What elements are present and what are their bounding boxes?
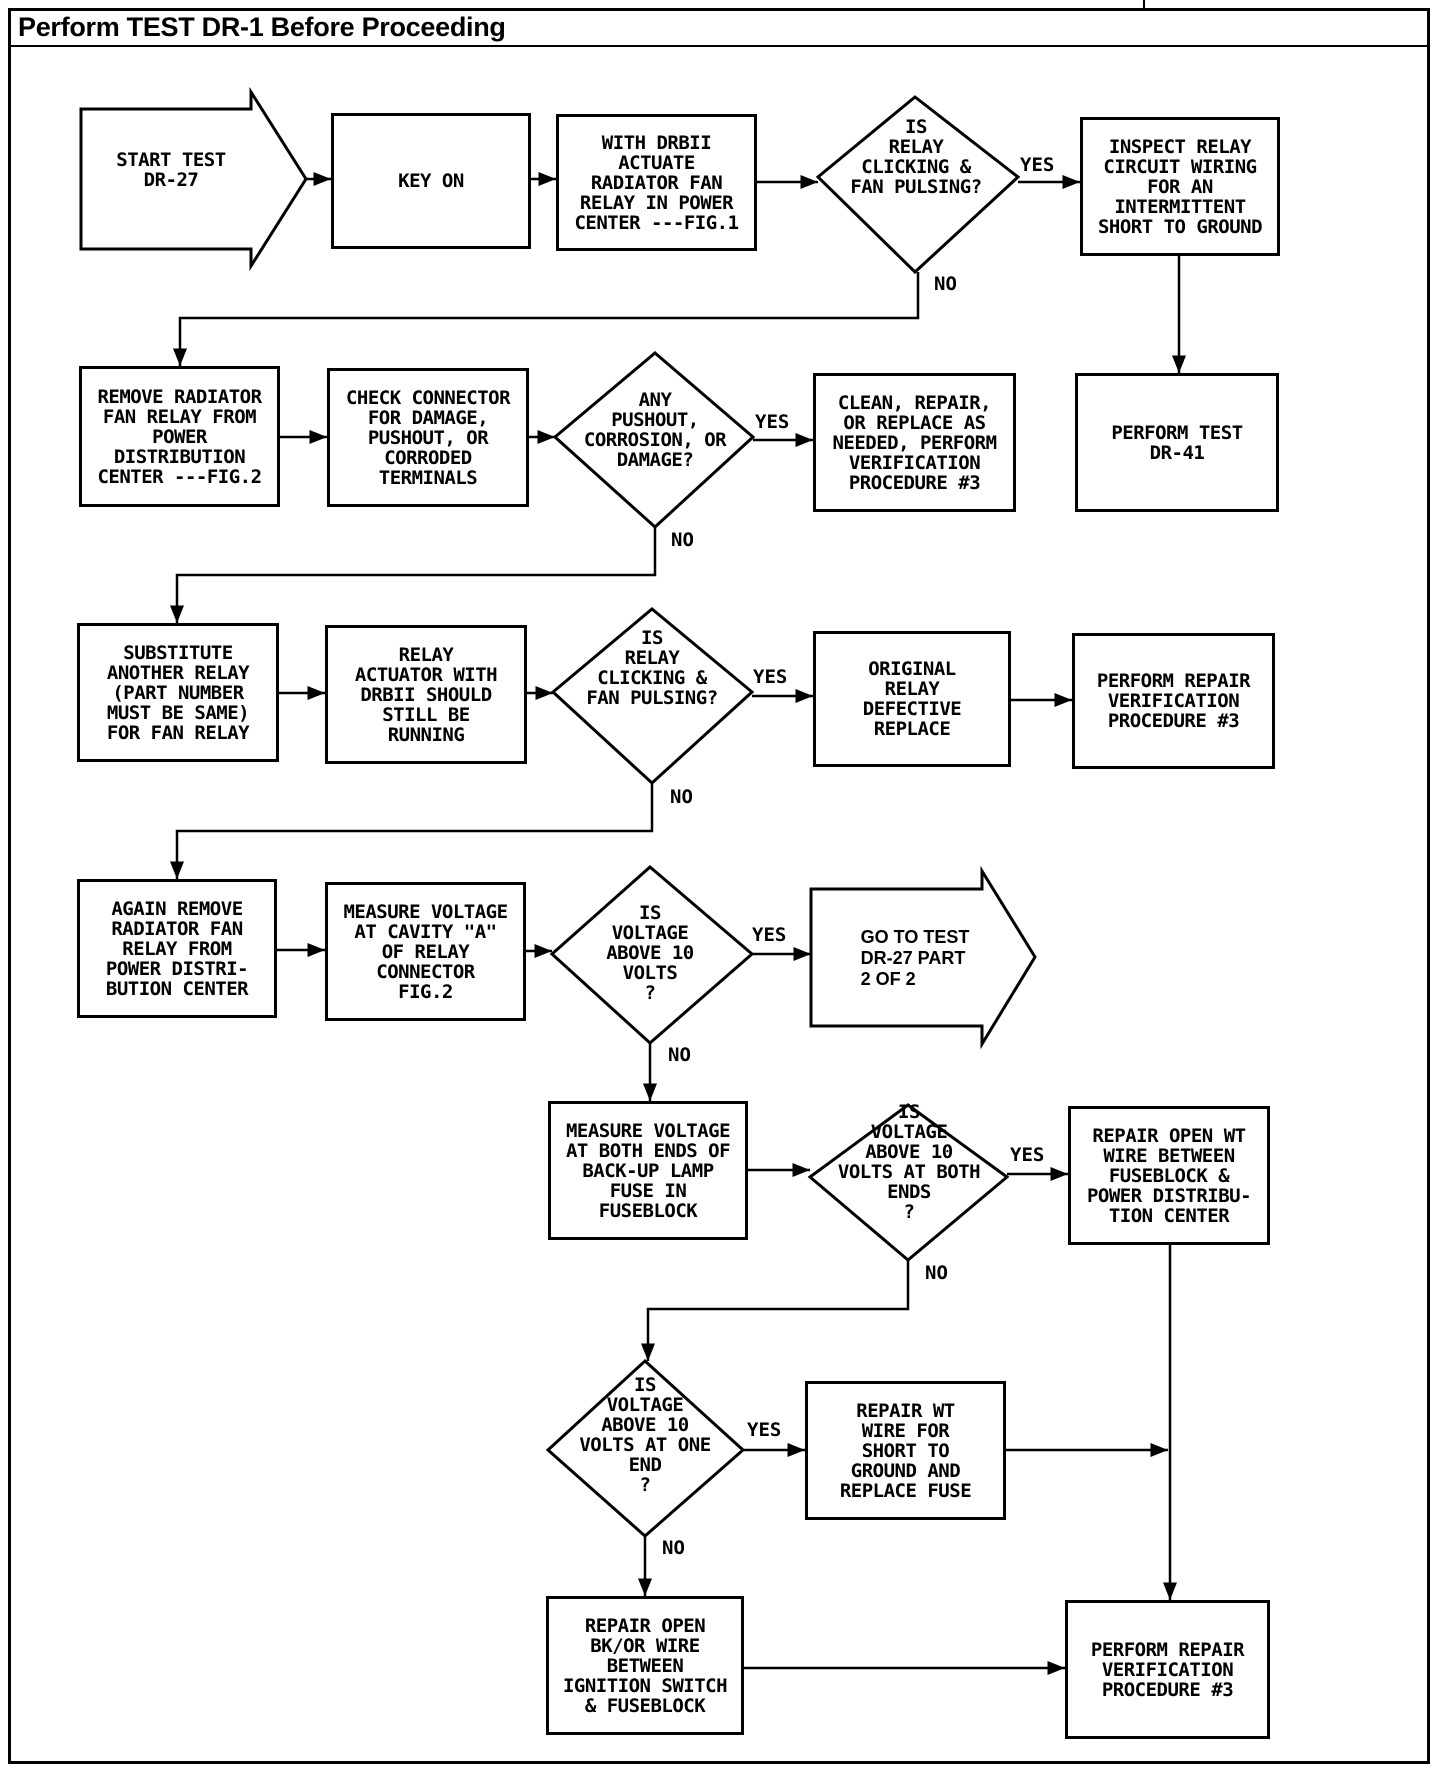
remove-relay-box: REMOVE RADIATOR FAN RELAY FROM POWER DIS…: [79, 366, 280, 507]
decision-relay-clicking-1-label: IS RELAY CLICKING & FAN PULSING?: [850, 116, 982, 198]
decision-both-ends-label: IS VOLTAGE ABOVE 10 VOLTS AT BOTH ENDS ?: [837, 1101, 981, 1223]
repair-open-wt-label: REPAIR OPEN WT WIRE BETWEEN FUSEBLOCK & …: [1086, 1124, 1252, 1227]
decision-both-ends: IS VOLTAGE ABOVE 10 VOLTS AT BOTH ENDS ?: [826, 1102, 992, 1222]
again-remove-relay-label: AGAIN REMOVE RADIATOR FAN RELAY FROM POW…: [105, 897, 249, 1000]
decision-damage: ANY PUSHOUT, CORROSION, OR DAMAGE?: [572, 385, 738, 475]
goto-test-label: GO TO TEST DR-27 PART 2 OF 2: [860, 926, 970, 989]
decision-relay-clicking-1: IS RELAY CLICKING & FAN PULSING?: [836, 107, 996, 207]
measure-cavity-box: MEASURE VOLTAGE AT CAVITY "A" OF RELAY C…: [325, 882, 526, 1021]
measure-fuse-box: MEASURE VOLTAGE AT BOTH ENDS OF BACK-UP …: [548, 1101, 748, 1240]
relay-running-label: RELAY ACTUATOR WITH DRBII SHOULD STILL B…: [354, 643, 498, 746]
decision-relay-1-shape: [815, 95, 1021, 275]
repair-open-wt-box: REPAIR OPEN WT WIRE BETWEEN FUSEBLOCK & …: [1068, 1106, 1270, 1245]
substitute-relay-label: SUBSTITUTE ANOTHER RELAY (PART NUMBER MU…: [106, 641, 250, 744]
goto-arrow-shape: [809, 865, 1037, 1050]
no-label-relay-1: NO: [934, 273, 957, 295]
repair-verification-label-1: PERFORM REPAIR VERIFICATION PROCEDURE #3: [1096, 670, 1251, 732]
yes-label-relay-1: YES: [1020, 154, 1055, 176]
start-arrow-shape: [79, 86, 308, 272]
check-connector-label: CHECK CONNECTOR FOR DAMAGE, PUSHOUT, OR …: [345, 386, 511, 489]
perform-test-dr41-box: PERFORM TEST DR-41: [1075, 373, 1279, 512]
yes-label-volt10: YES: [752, 924, 787, 946]
goto-test-arrow: GO TO TEST DR-27 PART 2 OF 2: [850, 925, 980, 991]
start-test-label: START TEST DR-27: [116, 149, 226, 191]
inspect-relay-wiring-box: INSPECT RELAY CIRCUIT WIRING FOR AN INTE…: [1080, 117, 1280, 256]
no-label-one-end: NO: [662, 1537, 685, 1559]
measure-cavity-label: MEASURE VOLTAGE AT CAVITY "A" OF RELAY C…: [343, 900, 508, 1003]
repair-bkor-wire-label: REPAIR OPEN BK/OR WIRE BETWEEN IGNITION …: [562, 1614, 728, 1717]
perform-test-dr41-label: PERFORM TEST DR-41: [1111, 421, 1243, 464]
repair-verification-label-2: PERFORM REPAIR VERIFICATION PROCEDURE #3: [1090, 1638, 1245, 1701]
inspect-relay-wiring-label: INSPECT RELAY CIRCUIT WIRING FOR AN INTE…: [1097, 135, 1263, 238]
original-relay-defective-label: ORIGINAL RELAY DEFECTIVE REPLACE: [862, 658, 962, 740]
remove-relay-label: REMOVE RADIATOR FAN RELAY FROM POWER DIS…: [97, 385, 262, 488]
original-relay-defective-box: ORIGINAL RELAY DEFECTIVE REPLACE: [813, 631, 1011, 767]
no-label-volt10: NO: [668, 1044, 691, 1066]
repair-verification-box-2: PERFORM REPAIR VERIFICATION PROCEDURE #3: [1065, 1600, 1270, 1739]
again-remove-relay-box: AGAIN REMOVE RADIATOR FAN RELAY FROM POW…: [77, 879, 277, 1018]
clean-repair-label: CLEAN, REPAIR, OR REPLACE AS NEEDED, PER…: [832, 391, 997, 494]
diagram-frame: [8, 46, 1430, 1764]
decision-relay-clicking-2: IS RELAY CLICKING & FAN PULSING?: [572, 618, 732, 718]
clean-repair-box: CLEAN, REPAIR, OR REPLACE AS NEEDED, PER…: [813, 373, 1016, 512]
key-on-box: KEY ON: [331, 113, 531, 249]
repair-bkor-wire-box: REPAIR OPEN BK/OR WIRE BETWEEN IGNITION …: [546, 1596, 744, 1735]
decision-voltage-above-10: IS VOLTAGE ABOVE 10 VOLTS ?: [575, 895, 725, 1010]
yes-label-relay-2: YES: [753, 666, 788, 688]
start-test-arrow: START TEST DR-27: [96, 140, 246, 200]
page-title: Perform TEST DR-1 Before Proceeding: [18, 12, 506, 42]
measure-fuse-label: MEASURE VOLTAGE AT BOTH ENDS OF BACK-UP …: [565, 1119, 731, 1222]
actuate-relay-label: WITH DRBII ACTUATE RADIATOR FAN RELAY IN…: [574, 131, 739, 234]
repair-wt-short-label: REPAIR WT WIRE FOR SHORT TO GROUND AND R…: [839, 1399, 972, 1502]
decision-one-end-label: IS VOLTAGE ABOVE 10 VOLTS AT ONE END ?: [579, 1374, 711, 1496]
check-connector-box: CHECK CONNECTOR FOR DAMAGE, PUSHOUT, OR …: [327, 368, 529, 507]
decision-voltage-above-10-label: IS VOLTAGE ABOVE 10 VOLTS ?: [606, 901, 694, 1004]
no-label-relay-2: NO: [670, 786, 693, 808]
yes-label-damage: YES: [755, 411, 790, 433]
substitute-relay-box: SUBSTITUTE ANOTHER RELAY (PART NUMBER MU…: [77, 623, 279, 762]
repair-wt-short-box: REPAIR WT WIRE FOR SHORT TO GROUND AND R…: [805, 1381, 1006, 1520]
yes-label-one-end: YES: [747, 1419, 782, 1441]
top-edge-tick: [1143, 0, 1145, 9]
decision-damage-label: ANY PUSHOUT, CORROSION, OR DAMAGE?: [583, 389, 727, 471]
yes-label-both-ends: YES: [1010, 1144, 1045, 1166]
no-label-damage: NO: [671, 529, 694, 551]
decision-one-end: IS VOLTAGE ABOVE 10 VOLTS AT ONE END ?: [565, 1375, 725, 1495]
relay-running-box: RELAY ACTUATOR WITH DRBII SHOULD STILL B…: [325, 625, 527, 764]
key-on-label: KEY ON: [398, 170, 464, 192]
repair-verification-box-1: PERFORM REPAIR VERIFICATION PROCEDURE #3: [1072, 633, 1275, 769]
decision-relay-clicking-2-label: IS RELAY CLICKING & FAN PULSING?: [586, 627, 718, 709]
header-bar: [8, 8, 1430, 47]
actuate-relay-box: WITH DRBII ACTUATE RADIATOR FAN RELAY IN…: [556, 114, 757, 251]
no-label-both-ends: NO: [925, 1262, 948, 1284]
